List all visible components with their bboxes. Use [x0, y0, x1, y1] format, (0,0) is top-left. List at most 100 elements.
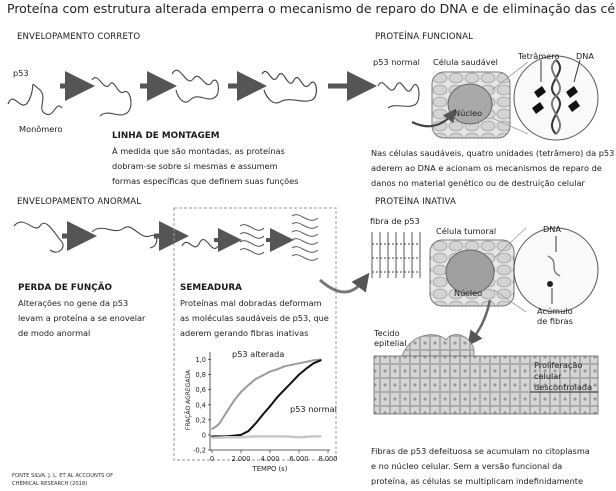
chart-point [305, 360, 308, 363]
chart-point [211, 427, 213, 430]
label-monomer: Monômero [19, 124, 63, 134]
misfolded-seed [181, 239, 219, 249]
chart-ytick-label: 1,0 [196, 356, 207, 364]
chart-point [319, 435, 322, 438]
chart-x-axis-label: TEMPO (s) [252, 465, 288, 473]
label-epithelial-tissue: Tecido epitelial [374, 328, 407, 348]
chart-point [312, 435, 315, 438]
healthy-nucleus [447, 83, 493, 125]
chart-point [298, 373, 300, 376]
seeding-title: SEMEADURA [180, 283, 242, 293]
chart-point [211, 437, 213, 439]
p53-normal-folded [377, 82, 420, 109]
arrow-into-cell [411, 108, 456, 128]
folding-chain-1 [91, 77, 132, 117]
heading-functional-protein: PROTEÍNA FUNCIONAL [375, 32, 474, 42]
folding-chain-2 [171, 69, 220, 103]
chart-point [218, 422, 221, 425]
label-dna: DNA [576, 51, 595, 61]
seeding-text: Proteínas mal dobradas deformam as moléc… [180, 298, 329, 338]
tumor-bulge [401, 334, 475, 361]
chart-xtick-label: 8.000 [319, 455, 338, 463]
loss-of-function-title: PERDA DE FUNÇÃO [18, 283, 113, 293]
label-fiber-accumulation: Acúmulo de fibras [537, 306, 573, 326]
chart-point [276, 368, 279, 371]
loss-of-function-text: Alterações no gene da p53 levam a proteí… [18, 298, 146, 338]
label-tumor-cell: Célula tumoral [436, 226, 497, 236]
chart-point [290, 363, 293, 366]
chart-point [240, 436, 242, 439]
functional-protein-illustration [377, 55, 599, 141]
chart-y-axis-label: FRAÇÃO AGREGADA [185, 369, 192, 430]
chart-point [312, 362, 315, 365]
chart-point [254, 435, 257, 438]
chart-ytick-label: 0,4 [196, 401, 207, 409]
assembly-line-title: LINHA DE MONTAGEM [112, 131, 220, 141]
chart-point [305, 367, 308, 370]
chart-point [247, 384, 250, 387]
chart-point [247, 430, 250, 433]
zoom-lines-2 [493, 227, 527, 313]
chart-ytick-label: 0,6 [196, 386, 207, 394]
dna-helix-2 [550, 59, 562, 135]
page-title: Proteína com estrutura alterada emperra … [7, 1, 616, 16]
chart-xtick-label: 2.000 [232, 455, 251, 463]
inactive-text: Fibras de p53 defeituosa se acumulam no … [371, 446, 590, 486]
chart-point [261, 413, 264, 416]
arrow-to-inactive [319, 272, 370, 294]
chart-point [232, 400, 235, 402]
chart-point [290, 381, 293, 384]
label-proliferation: Proliferação celular descontrolada [534, 360, 593, 392]
label-healthy-cell: Célula saudável [433, 57, 498, 67]
folding-sequence-abnormal [13, 207, 370, 461]
misfolded-chain-1 [13, 221, 64, 253]
chart-label-p53-altered: p53 alterada [232, 349, 284, 359]
arrow-down-to-tissue [467, 299, 492, 347]
fiber-aggregate [547, 281, 553, 287]
chart-point [298, 436, 300, 439]
inactive-protein-illustration [371, 227, 599, 415]
label-nucleus-tumor: Núcleo [454, 288, 483, 298]
chart-point [225, 436, 228, 439]
epithelial-tissue [373, 355, 599, 415]
heading-abnormal-folding: ENVELOPAMENTO ANORMAL [17, 197, 142, 207]
chart-point [254, 378, 257, 381]
functional-text: Nas células saudáveis, quatro unidades (… [371, 148, 615, 188]
chart-point [283, 365, 286, 368]
seeding-box [173, 207, 337, 461]
fiber-stack-1 [239, 224, 265, 255]
chart-label-p53-normal: p53 normal [290, 404, 337, 414]
heading-correct-folding: ENVELOPAMENTO CORRETO [17, 32, 141, 42]
chart-ytick-label: -0,2 [193, 447, 206, 455]
chart-series-line-1 [212, 359, 322, 438]
folding-chain-3 [261, 71, 318, 104]
zoom-circle-fibers [513, 227, 599, 313]
zoom-circle-dna [513, 55, 599, 141]
chart-ytick-label: 0,8 [196, 371, 207, 379]
misfolded-chain-2 [91, 226, 158, 249]
label-p53-fiber: fibra de p53 [370, 216, 420, 226]
chart-point [312, 359, 315, 362]
chart-point [269, 405, 271, 408]
chart-point [269, 370, 271, 373]
chart-series-line-2 [211, 435, 321, 440]
chart-point [319, 359, 322, 362]
chart-ytick-label: 0 [202, 431, 206, 439]
chart-xtick-label: 0 [210, 455, 214, 463]
chart-point [283, 388, 286, 391]
chart-xtick-label: 4.000 [261, 455, 280, 463]
monomer-unfolded-chain [7, 83, 63, 116]
label-p53: p53 [13, 68, 29, 78]
heading-inactive-protein: PROTEÍNA INATIVA [375, 197, 456, 207]
chart-point [283, 435, 286, 438]
pointer-dna [573, 59, 581, 83]
label-nucleus: Núcleo [454, 108, 483, 118]
chart-point [254, 422, 257, 425]
tetramer-units [532, 86, 580, 114]
chart-point [240, 391, 242, 393]
p53-fiber [371, 232, 421, 278]
source-credit: FONTE SILVA, J. L. ET AL ACCOUNTS OF CHE… [12, 473, 114, 487]
chart-point [269, 435, 271, 438]
